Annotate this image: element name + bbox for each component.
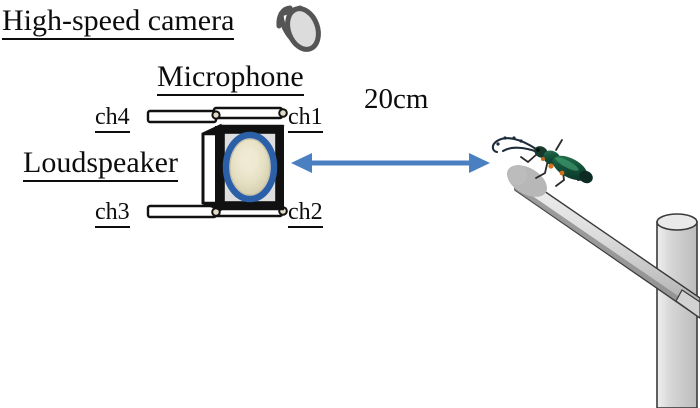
camera-icon bbox=[276, 5, 321, 52]
mic-boom-ch4 bbox=[146, 109, 218, 124]
label-channel-ch2: ch2 bbox=[288, 200, 323, 228]
mic-boom-ch1 bbox=[211, 106, 288, 120]
label-distance-20cm: 20cm bbox=[364, 83, 429, 115]
perch-rod bbox=[506, 165, 700, 319]
distance-arrow bbox=[291, 153, 490, 173]
mic-boom-ch3 bbox=[146, 204, 218, 219]
label-channel-ch1: ch1 bbox=[288, 105, 323, 133]
label-channel-ch4: ch4 bbox=[95, 105, 130, 133]
label-loudspeaker: Loudspeaker bbox=[23, 148, 178, 182]
label-microphone: Microphone bbox=[157, 62, 304, 96]
support-post bbox=[656, 213, 698, 408]
label-high-speed-camera: High-speed camera bbox=[2, 6, 235, 40]
loudspeaker-icon bbox=[201, 123, 285, 212]
label-channel-ch3: ch3 bbox=[95, 200, 130, 228]
beetle bbox=[491, 136, 593, 187]
